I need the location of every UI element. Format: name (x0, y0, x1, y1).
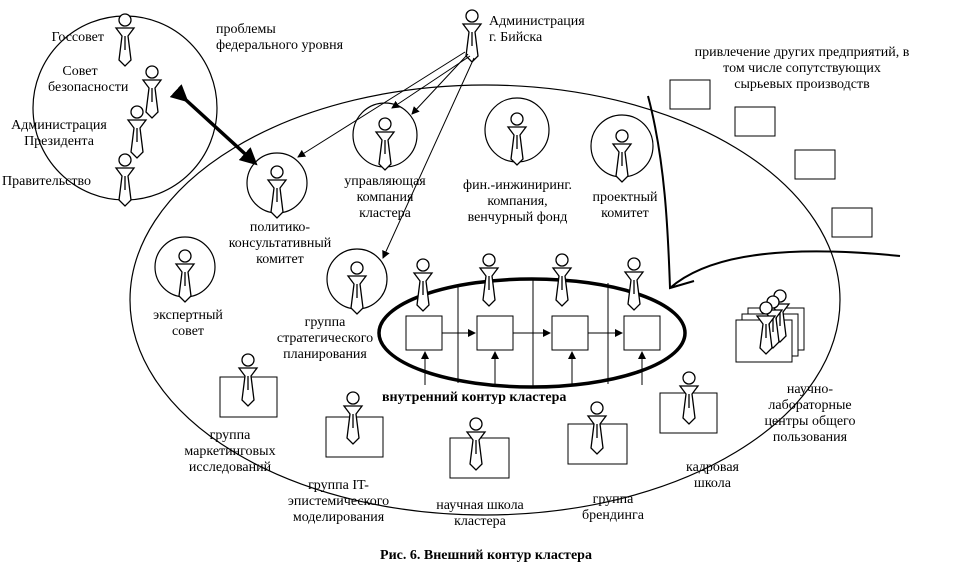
admin-pres-person-icon (127, 105, 147, 159)
project-committee-label: проектный комитет (592, 190, 658, 221)
inflow-arrow (647, 95, 901, 290)
pravitelstvo-person-icon (115, 153, 135, 207)
mgmt-company-node (352, 102, 418, 171)
mgmt-company-label: управляющая компания кластера (344, 174, 426, 221)
admin-biysk-label: Администрация г. Бийска (489, 14, 585, 45)
strategic-planning-node (326, 248, 388, 315)
sovbez-label: Совет безопасности (48, 64, 129, 95)
gossovet-label: Госсовет (51, 30, 105, 45)
labs-label: научно- лабораторные центры общего польз… (764, 382, 856, 445)
it-group-node (325, 391, 384, 458)
science-school-label: научная школа кластера (436, 498, 524, 529)
external-enterprise-boxes (669, 79, 873, 238)
inner-contour-label: внутренний контур кластера (382, 390, 567, 405)
hr-school-node (659, 371, 718, 434)
fin-eng-label: фин.-инжиниринг. компания, венчурный фон… (463, 178, 572, 225)
inner-process-chain (405, 315, 661, 385)
pravitelstvo-label: Правительство (2, 174, 91, 189)
sovbez-person-icon (142, 65, 162, 119)
marketing-group-node (219, 353, 278, 418)
strategic-planning-label: группа стратегического планирования (276, 315, 374, 362)
polit-committee-label: политико- консультативный комитет (228, 220, 332, 267)
figure-caption: Рис. 6. Внешний контур кластера (380, 548, 592, 563)
expert-council-label: экспертный совет (153, 308, 223, 339)
admin-biysk-person-icon (462, 9, 482, 63)
inner-person-4-icon (624, 257, 644, 311)
federal-polit-arrow (169, 84, 258, 166)
fin-eng-node (484, 97, 550, 166)
outer-contour-ellipse (129, 84, 841, 516)
gossovet-person-icon (115, 13, 135, 67)
biysk-arrows (297, 51, 475, 259)
polit-committee-node (246, 152, 308, 219)
project-committee-node (590, 114, 654, 183)
admin-pres-label: Администрация Президента (11, 118, 107, 149)
problems-federal-label: проблемы федерального уровня (216, 22, 344, 53)
science-school-node (449, 417, 510, 479)
labs-stack-node (735, 289, 805, 363)
it-group-label: группа IT- эпистемического моделирования (287, 478, 390, 525)
attract-enterprises-label: привлечение других предприятий, в том чи… (694, 45, 910, 92)
branding-group-node (567, 401, 628, 465)
inner-person-1-icon (413, 258, 433, 312)
branding-label: группа брендинга (582, 492, 644, 523)
marketing-label: группа маркетинговых исследований (184, 428, 276, 475)
expert-council-node (154, 236, 216, 303)
inner-contour-ellipse (377, 277, 687, 389)
hr-school-label: кадровая школа (685, 460, 739, 491)
